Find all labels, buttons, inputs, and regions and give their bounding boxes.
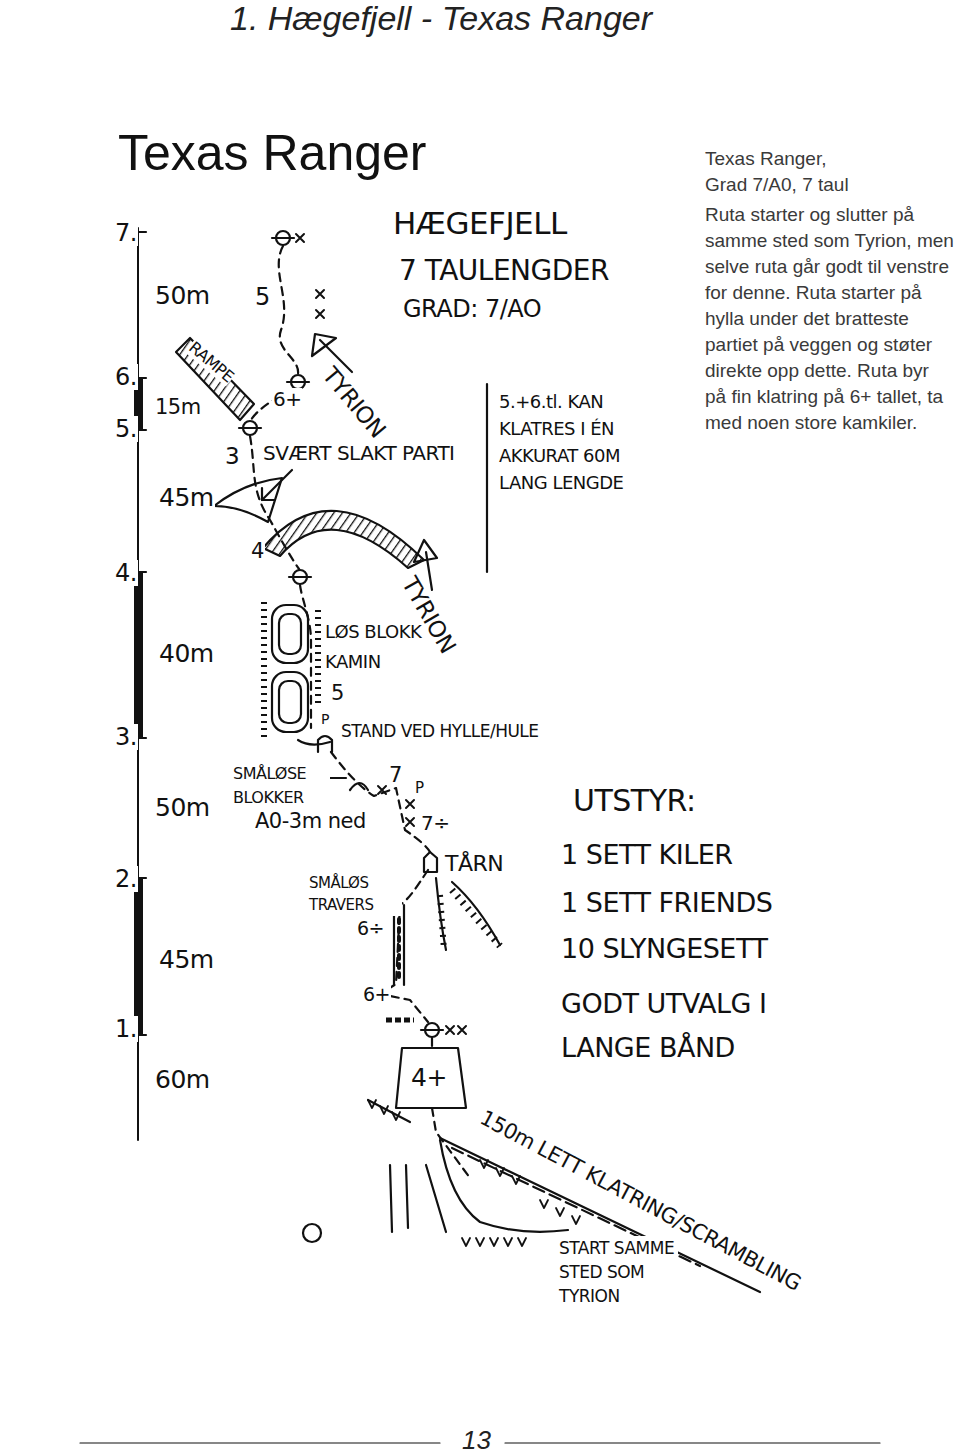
grade-label: 7÷ (420, 812, 450, 834)
belay-number: 6. (114, 364, 138, 390)
pitch-note: 5.+6.tl. KAN KLATRES I ÉN AKKURAT 60M LA… (498, 388, 640, 496)
route-description: Ruta starter og slutter på samme sted so… (705, 202, 955, 436)
gear-item: 1 SETT FRIENDS (560, 888, 774, 918)
piton-mark: P (414, 780, 425, 797)
grade-note: GRAD: 7/AO (402, 296, 542, 322)
grade-label: 5 (254, 284, 271, 310)
pitch-count: 7 TAULENGDER (398, 256, 610, 287)
pitch-length: 45m (158, 484, 215, 512)
grade-label: 5 (330, 682, 345, 705)
grade-label: 6÷ (356, 918, 385, 939)
belay-number: 2. (114, 866, 138, 892)
feature-label: TÅRN (444, 852, 504, 876)
belay-number: 7. (114, 220, 138, 246)
feature-label: SMÅLØS TRAVERS (308, 872, 402, 916)
feature-label: SMÅLØSE BLOKKER (232, 762, 330, 810)
pitch-length: 60m (154, 1066, 211, 1094)
belay-number: 5. (114, 416, 138, 442)
start-note: START SAMME STED SOM TYRION (558, 1236, 678, 1308)
feature-label: SVÆRT SLAKT PARTI (262, 442, 456, 464)
neighbour-route: TYRION (317, 362, 391, 444)
pitch-length: 45m (158, 946, 215, 974)
pitch-length: 40m (158, 640, 215, 668)
page-title: 1. Hægefjell - Texas Ranger (230, 0, 652, 37)
piton-mark: P (320, 712, 330, 727)
gear-heading: UTSTYR: (572, 784, 697, 817)
belay-number: 4. (114, 560, 138, 586)
grade-label: 6+ (272, 388, 302, 410)
crag-name: HÆGEFJELL (392, 206, 568, 240)
grade-label: 4 (250, 540, 265, 563)
grade-label: 6+ (362, 984, 391, 1005)
gear-item: GODT UTVALG I LANGE BÅND (560, 982, 798, 1070)
feature-label: STAND VED HYLLE/HULE (340, 722, 540, 741)
pitch-length: 50m (154, 794, 211, 822)
neighbour-route: TYRION (396, 572, 460, 658)
feature-label: KAMIN (324, 652, 382, 672)
topo-heading: Texas Ranger (118, 126, 427, 181)
gear-item: 1 SETT KILER (560, 840, 734, 870)
aid-label: A0-3m ned (254, 810, 367, 833)
feature-label: RAMPE (185, 338, 238, 386)
grade-label: 4+ (410, 1064, 448, 1092)
feature-label: LØS BLOKK (324, 622, 422, 642)
page-number: 13 (462, 1426, 491, 1455)
belay-number: 1. (114, 1016, 138, 1042)
pitch-length: 50m (154, 282, 211, 310)
gear-item: 10 SLYNGESETT (560, 934, 768, 964)
route-summary: Texas Ranger, Grad 7/A0, 7 taul (705, 146, 870, 198)
pitch-length: 15m (154, 396, 202, 419)
grade-label: 7 (388, 764, 403, 787)
grade-label: 3 (224, 444, 240, 469)
belay-number: 3. (114, 724, 138, 750)
